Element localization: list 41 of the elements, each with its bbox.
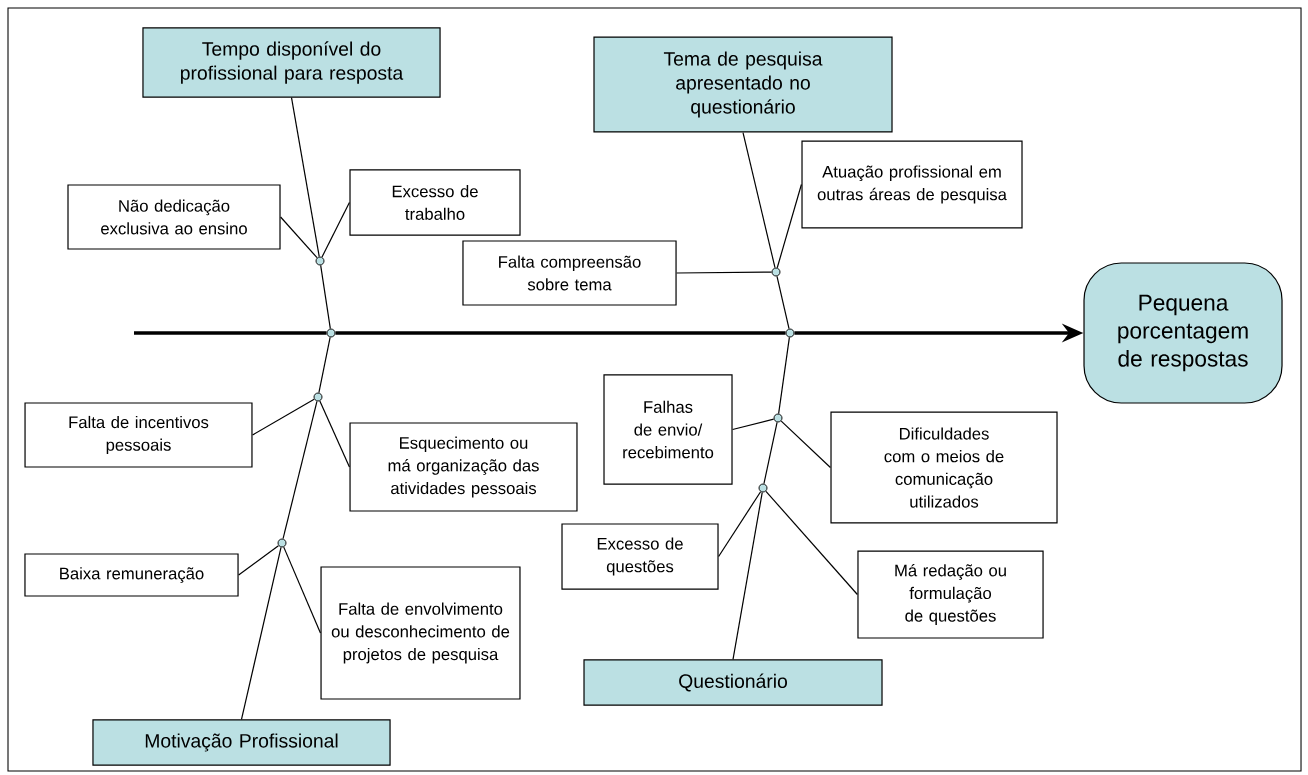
connector-line	[282, 400, 318, 540]
connector-line	[283, 546, 322, 634]
cause-box: Atuação profissional em outras áreas de pesquisa	[801, 140, 1023, 229]
connector-line	[765, 490, 858, 596]
connector-line	[732, 491, 763, 660]
cause-box: Excesso de questões	[561, 523, 719, 590]
connector-line	[676, 271, 773, 274]
category-box: Tempo disponível do profissional para resposta	[142, 27, 441, 98]
cause-box: Dificuldades com o meios de comunicação utilizados	[830, 411, 1058, 524]
connector-line	[776, 275, 790, 330]
connector-line	[318, 336, 331, 394]
cause-box: Falta de envolvimento ou desconhecimento de projetos de pesquisa	[320, 566, 521, 700]
cause-box: Esquecimento ou má organização das atividades pessoais	[349, 422, 578, 512]
connector-line	[778, 336, 790, 415]
connector-line	[321, 201, 350, 258]
cause-box: Excesso de trabalho	[349, 169, 521, 236]
connector-line	[742, 131, 776, 269]
connector-line	[732, 418, 775, 431]
connector-line	[718, 491, 762, 558]
connector-line	[319, 400, 351, 468]
connector-line	[335, 331, 786, 335]
cause-box: Falta compreensão sobre tema	[462, 240, 677, 306]
connector-line	[134, 331, 327, 335]
cause-box: Não dedicação exclusiva ao ensino	[67, 184, 281, 250]
connector-line	[776, 183, 802, 269]
connector-line	[280, 216, 318, 259]
cause-box: Falta de incentivos pessoais	[24, 402, 253, 468]
effect-box: Pequena porcentagem de respostas	[1083, 262, 1283, 404]
connector-line	[780, 420, 831, 469]
connector-line	[290, 97, 320, 258]
connector-line	[240, 546, 282, 720]
connector-line	[238, 545, 279, 576]
connector-line	[320, 264, 331, 330]
category-box: Motivação Profissional	[92, 719, 391, 766]
connector-line	[763, 421, 778, 485]
category-box: Tema de pesquisa apresentado no questionário	[593, 36, 893, 133]
category-box: Questionário	[583, 659, 883, 706]
cause-box: Má redação ou formulação de questões	[857, 550, 1044, 639]
cause-box: Baixa remuneração	[24, 553, 239, 597]
cause-box: Falhas de envio/ recebimento	[603, 374, 733, 485]
connector-line	[251, 398, 315, 436]
